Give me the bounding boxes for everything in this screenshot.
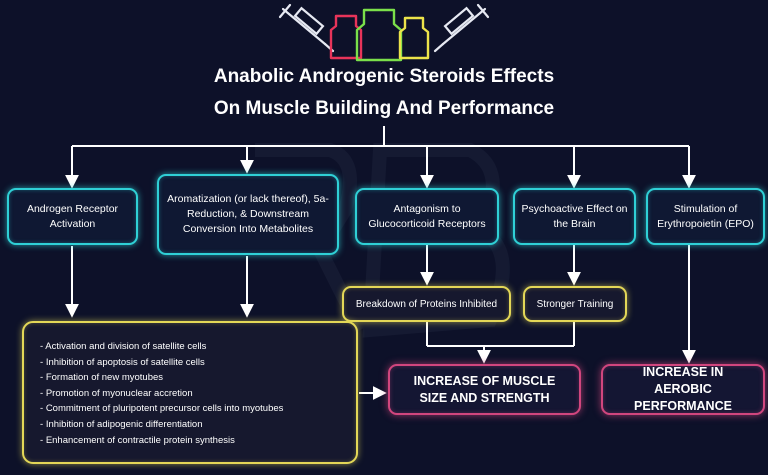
- mechanism-psychoactive: Psychoactive Effect on the Brain: [513, 188, 636, 245]
- mechanism-androgen-receptor: Androgen Receptor Activation: [7, 188, 138, 245]
- list-item: Commitment of pluripotent precursor cell…: [40, 401, 344, 417]
- list-item: Inhibition of adipogenic differentiation: [40, 417, 344, 433]
- effects-list: Activation and division of satellite cel…: [22, 321, 358, 464]
- mechanism-aromatization: Aromatization (or lack thereof), 5a-Redu…: [157, 174, 339, 255]
- list-item: Promotion of myonuclear accretion: [40, 386, 344, 402]
- mechanism-epo: Stimulation of Erythropoietin (EPO): [646, 188, 765, 245]
- mechanism-glucocorticoid-antagonism: Antagonism to Glucocorticoid Receptors: [355, 188, 499, 245]
- syringe-icon: [278, 3, 335, 53]
- intermediate-stronger-training: Stronger Training: [523, 286, 627, 322]
- list-item: Activation and division of satellite cel…: [40, 339, 344, 355]
- syringe-icon: [433, 3, 490, 53]
- connector-arrows: [65, 126, 696, 400]
- vial-icon: [329, 8, 430, 62]
- list-item: Inhibition of apoptosis of satellite cel…: [40, 355, 344, 371]
- page-title: Anabolic Androgenic Steroids Effects: [213, 66, 555, 87]
- outcome-muscle-size-strength: INCREASE OF MUSCLE SIZE AND STRENGTH: [388, 364, 581, 415]
- list-item: Formation of new myotubes: [40, 370, 344, 386]
- outcome-aerobic-performance: INCREASE IN AEROBIC PERFORMANCE: [601, 364, 765, 415]
- page-subtitle: On Muscle Building And Performance: [213, 98, 555, 119]
- intermediate-protein-breakdown: Breakdown of Proteins Inhibited: [342, 286, 511, 322]
- list-item: Enhancement of contractile protein synth…: [40, 433, 344, 449]
